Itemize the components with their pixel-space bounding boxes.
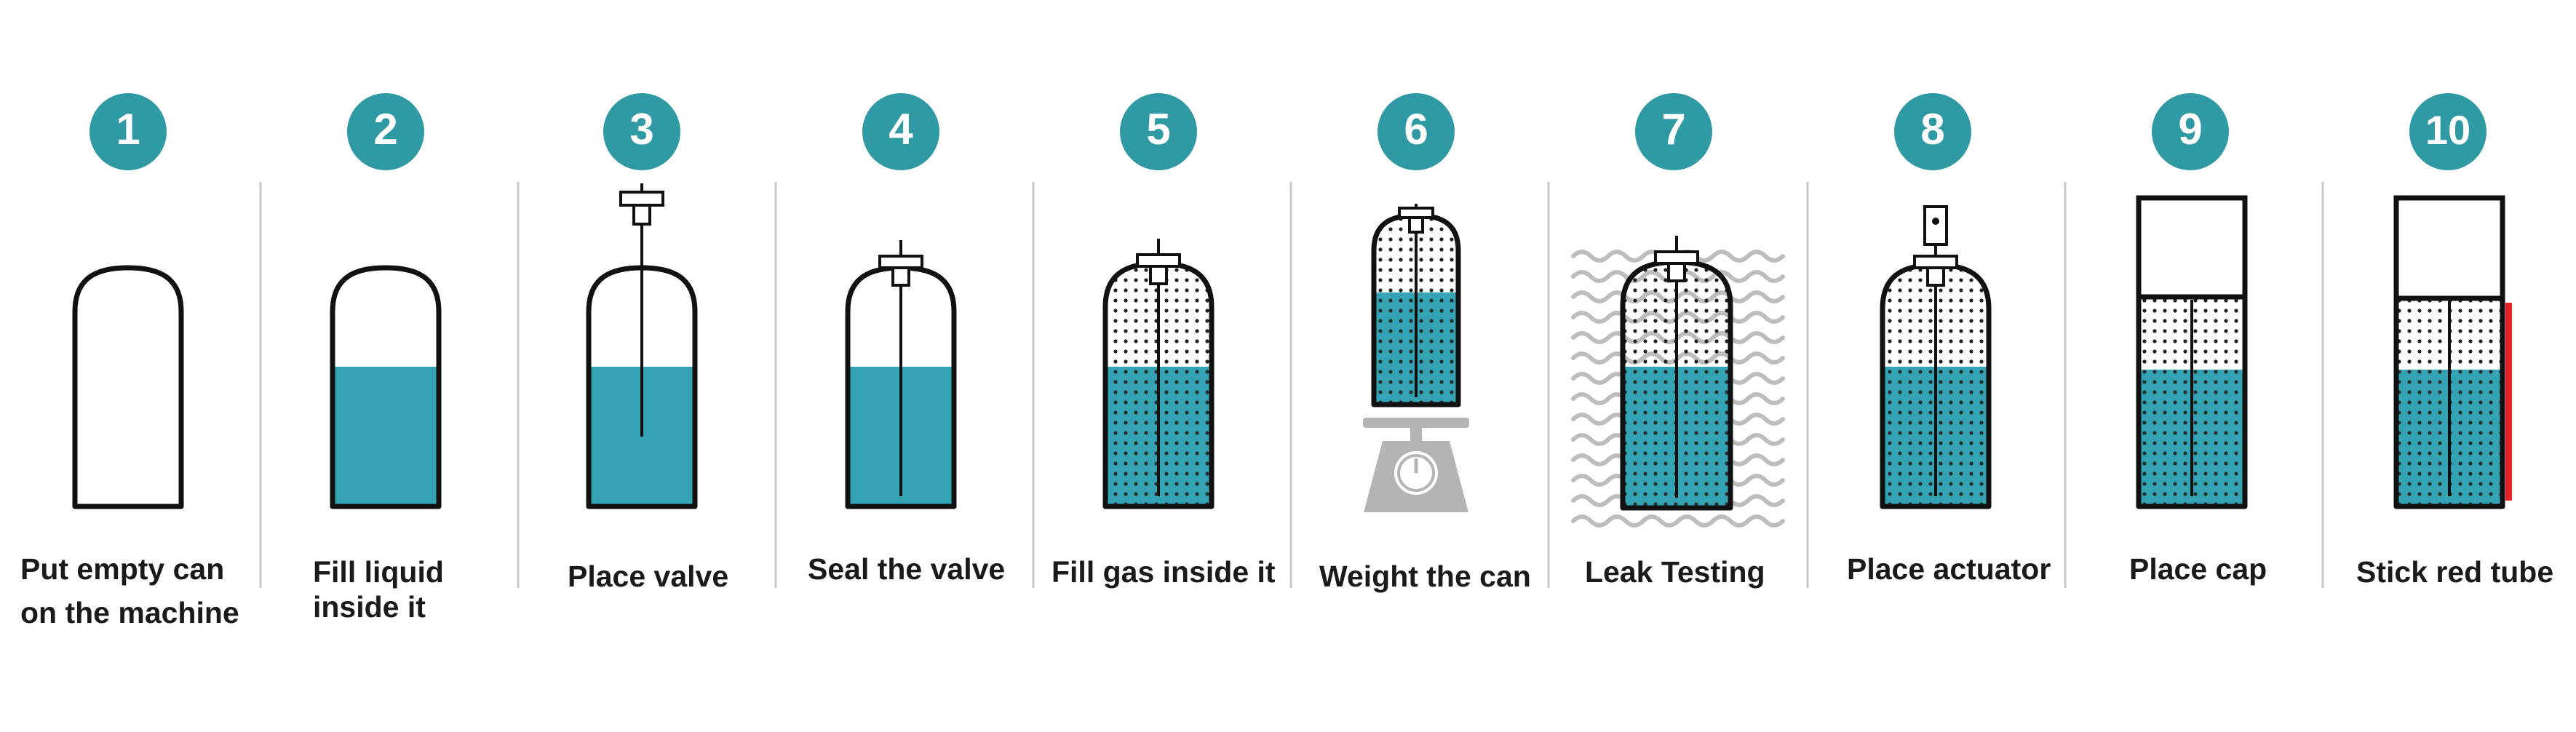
step-number: 9 — [2178, 105, 2202, 154]
step-label-9: Place cap — [2129, 552, 2267, 586]
step-number: 3 — [629, 105, 653, 154]
step-label-4: Seal the valve — [808, 552, 1006, 586]
step-badge-6: 6 — [1378, 93, 1455, 170]
red-tube — [2505, 303, 2512, 501]
red-tube-can-icon — [2393, 195, 2512, 509]
step-label-7: Leak Testing — [1585, 555, 1765, 589]
empty-can-icon — [72, 265, 184, 509]
step-label-6: Weight the can — [1319, 560, 1531, 593]
step-number: 2 — [373, 105, 397, 154]
step-number: 8 — [1920, 105, 1944, 154]
step-badge-2: 2 — [347, 93, 424, 170]
step-badge-1: 1 — [90, 93, 167, 170]
valve-can-icon — [586, 183, 698, 509]
step-number: 5 — [1146, 105, 1170, 154]
step-label-3: Place valve — [568, 560, 729, 593]
step-badge-9: 9 — [2152, 93, 2229, 170]
sealed-can-icon — [845, 240, 957, 509]
gas-can-icon — [1102, 239, 1215, 509]
step-number: 4 — [889, 105, 913, 154]
step-number: 6 — [1404, 105, 1428, 154]
step-number: 1 — [116, 105, 140, 154]
step-badge-5: 5 — [1120, 93, 1197, 170]
step-label-5: Fill gas inside it — [1052, 555, 1276, 589]
step-badge-10: 10 — [2409, 93, 2486, 170]
step-badge-8: 8 — [1894, 93, 1971, 170]
step-label-1: Put empty can on the machine — [20, 552, 239, 629]
liquid-can-icon — [330, 265, 442, 509]
step-badge-3: 3 — [603, 93, 680, 170]
step-label-8: Place actuator — [1847, 552, 2051, 586]
step-badge-7: 7 — [1635, 93, 1712, 170]
step-label-10: Stick red tube — [2356, 555, 2554, 589]
scale-icon — [1363, 204, 1469, 512]
step-number: 10 — [2425, 107, 2470, 153]
actuator-can-icon — [1880, 205, 1992, 509]
step-number: 7 — [1661, 105, 1685, 154]
leak-waves-icon — [1571, 236, 1785, 528]
step-label-2: Fill liquid inside it — [313, 555, 444, 624]
step-badge-4: 4 — [862, 93, 939, 170]
capped-can-icon — [2136, 195, 2248, 509]
